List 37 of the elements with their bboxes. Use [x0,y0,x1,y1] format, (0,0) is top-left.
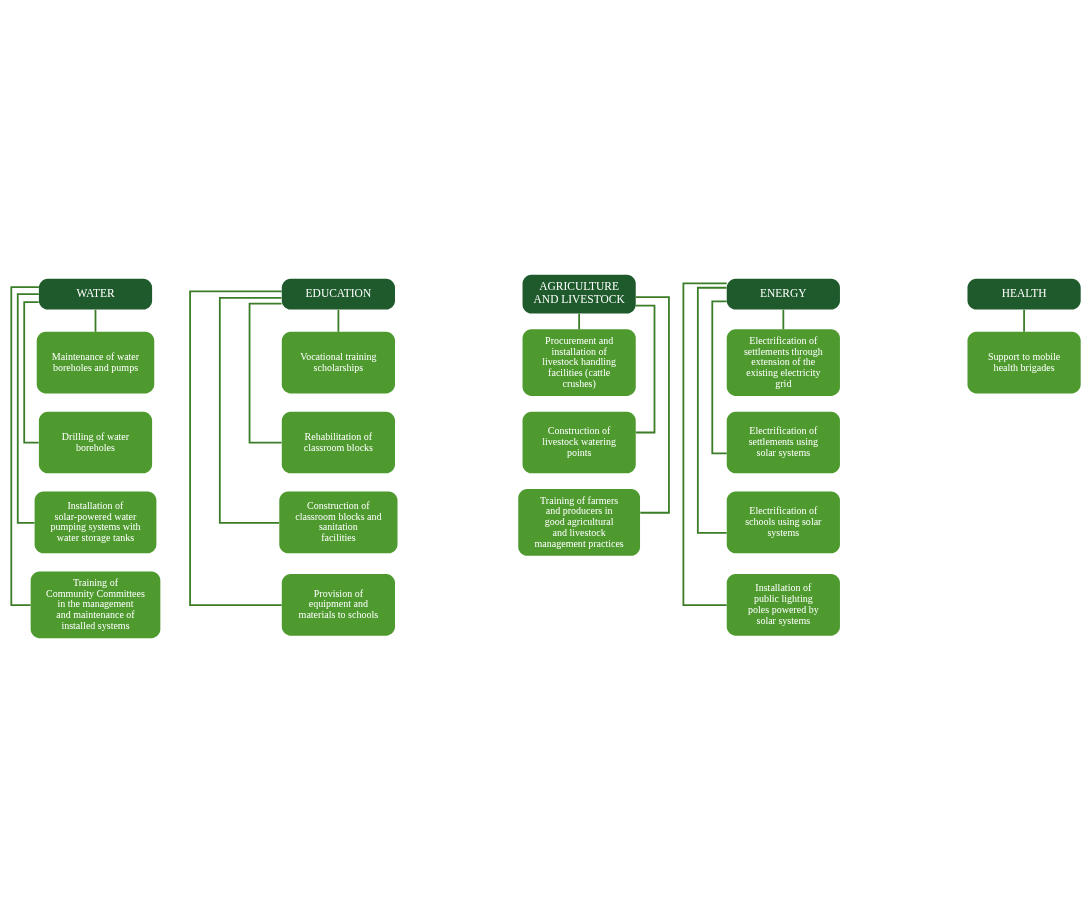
node-box: Drilling of water boreholes [38,411,153,473]
node-box: Construction of livestock watering points [522,411,636,473]
node-box: Maintenance of water boreholes and pumps [36,331,155,393]
node-box: EDUCATION [281,278,395,310]
node-box: Electrification of schools using solar systems [726,491,840,553]
node-box: Support to mobile health brigades [967,331,1081,393]
node-box: Procurement and installation of livestock handling facilities (cattle crushes) [522,328,636,396]
node-box: Rehabilitation of classroom blocks [281,411,395,473]
node-box: Training of farmers and producers in good agricultural and livestock management practices [518,488,641,556]
node-box: Vocational training scholarships [281,331,395,393]
node-box: ENERGY [726,278,840,310]
connector [782,308,785,330]
node-box: Training of Community Committees in the management and maintenance of installed systems [30,571,161,638]
node-box: WATER [38,278,153,310]
node-box: Construction of classroom blocks and sanitation facilities [279,491,398,553]
node-box: Electrification of settlements using solar systems [726,411,840,473]
connector [634,295,670,514]
connector [94,308,97,333]
node-box: Electrification of settlements through extension of the existing electricity grid [726,328,840,396]
connector [189,289,283,606]
connector [1023,308,1025,333]
connector [634,304,656,433]
connector [218,296,283,524]
connector [711,300,728,454]
connector [578,312,581,330]
node-box: HEALTH [967,278,1081,310]
connector [682,282,728,606]
connector [16,292,40,524]
node-box: Installation of public lighting poles powered by solar systems [726,573,840,636]
connector [10,285,40,606]
connector [248,302,283,443]
connector [337,308,340,333]
node-box: AGRICULTURE AND LIVESTOCK [522,274,636,314]
node-box: Provision of equipment and materials to schools [281,573,395,636]
node-box: Installation of solar-powered water pumping systems with water storage tanks [34,491,157,553]
connector [696,286,728,534]
connector [23,300,40,443]
